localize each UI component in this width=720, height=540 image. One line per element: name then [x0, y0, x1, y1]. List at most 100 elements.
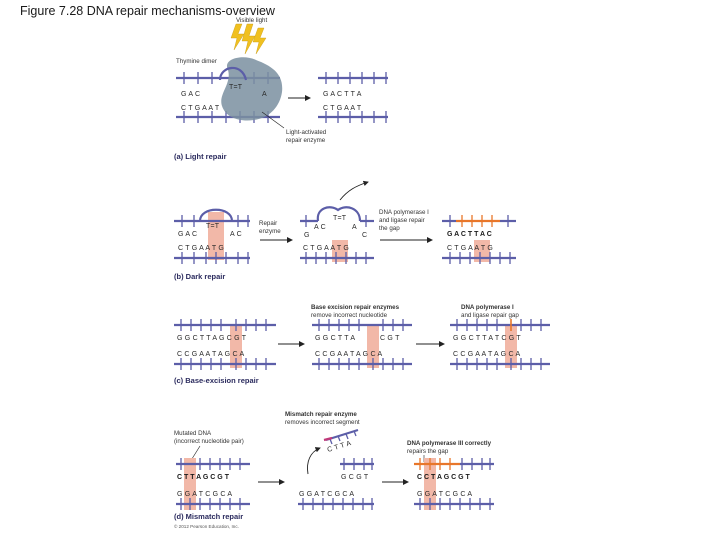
- c-right-label-1: DNA polymerase I: [461, 304, 514, 311]
- rungs-b-right: [449, 215, 511, 264]
- mutated-label-1: Mutated DNA: [174, 430, 212, 437]
- d-enzyme-label-1: Mismatch repair enzyme: [285, 411, 357, 418]
- a-right-top: G A C T T A: [323, 91, 362, 98]
- panel-light-repair: Visible light Thymine dimer T=T G A C A …: [174, 17, 388, 161]
- rungs-a-right: [325, 72, 387, 123]
- thymine-dimer-label: Thymine dimer: [176, 58, 217, 65]
- b-left-top-right: A C: [230, 231, 242, 238]
- strand-c-mid: [312, 323, 412, 366]
- b-left-bottom: C T G A A T G: [178, 245, 224, 252]
- rungs-c-left: [180, 319, 267, 370]
- d-poly-1: DNA polymerase III correctly: [407, 440, 492, 447]
- visible-light-label: Visible light: [236, 17, 267, 24]
- arrow-b-excise: [339, 180, 369, 201]
- rungs-b-right-new: [461, 215, 493, 227]
- caption-b: (b) Dark repair: [174, 272, 225, 281]
- enzyme-pointer: [261, 111, 285, 129]
- a-left-top: G A C: [181, 91, 200, 98]
- c-mid-bottom: C C G A A T A G C A: [315, 351, 382, 358]
- panel-mismatch: Mutated DNA (incorrect nucleotide pair) …: [174, 411, 494, 529]
- b-mid-top-right: A: [352, 224, 357, 231]
- strand-b-mid: [300, 219, 374, 260]
- light-bolt-icon: [230, 23, 267, 55]
- c-mid-top-right: C G T: [380, 335, 400, 342]
- dimer-text: T=T: [229, 84, 243, 91]
- a-left-bottom: C T G A A T: [181, 105, 220, 112]
- excised-segment-b: [316, 206, 362, 222]
- c-right-bottom: C C G A A T A G C A: [453, 351, 520, 358]
- rungs-b-left: [181, 215, 249, 264]
- c-right-top: G G C T T A T C G T: [453, 335, 521, 342]
- c-right-label-2: and ligase repair gap: [461, 312, 519, 319]
- b-left-dimer: T=T: [206, 223, 220, 230]
- b-mid-top-c: C: [362, 232, 367, 239]
- panel-dark-repair: T=T G A C A C C T G A A T G Repair enzym…: [174, 180, 516, 281]
- copyright: © 2012 Pearson Education, Inc.: [174, 523, 239, 529]
- c-left-bottom: C C G A A T A G C A: [177, 351, 244, 358]
- caption-a: (a) Light repair: [174, 152, 227, 161]
- poly-b-3: the gap: [379, 225, 400, 232]
- panel-base-excision: G G C T T A G C G T C C G A A T A G C A …: [174, 304, 550, 385]
- rungs-d-right-new: [419, 458, 451, 470]
- d-mid-bottom: G G A T C G C A: [299, 491, 354, 498]
- d-enzyme-label-2: removes incorrect segment: [285, 419, 360, 426]
- highlight-b-right: [474, 240, 490, 262]
- highlight-c-left: [230, 324, 242, 368]
- b-mid-top-left: A C: [314, 224, 326, 231]
- strand-c-left: [174, 323, 276, 366]
- a-right-bottom: C T G A A T: [323, 105, 362, 112]
- rungs-d-right: [419, 458, 491, 510]
- strand-d-mid: [298, 462, 374, 506]
- rungs-b-mid: [305, 215, 367, 264]
- b-left-top: G A C: [178, 231, 197, 238]
- highlight-d-right: [424, 458, 436, 510]
- figure-title: Figure 7.28 DNA repair mechanisms-overvi…: [20, 4, 275, 18]
- c-mid-label-2: remove incorrect nucleotide: [311, 312, 388, 319]
- enzyme-label-1: Light-activated: [286, 129, 327, 136]
- d-poly-2: repairs the gap: [407, 448, 449, 455]
- dimer-bulge-b: [198, 208, 234, 222]
- d-left-bottom: G G A T C G C A: [177, 491, 232, 498]
- poly-b-1: DNA polymerase I: [379, 209, 429, 216]
- b-right-bottom: C T G A A T G: [447, 245, 493, 252]
- strand-a-right: [318, 76, 388, 119]
- highlight-c-mid: [367, 324, 379, 368]
- c-mid-label-1: Base excision repair enzymes: [311, 304, 400, 311]
- removed-segment-text: C T T A: [327, 440, 353, 454]
- b-mid-dimer: T=T: [333, 215, 347, 222]
- light-activated-enzyme-shape: [221, 57, 283, 121]
- dimer-bulge: [218, 66, 248, 81]
- repair-enzyme-label-1: Repair: [259, 220, 277, 227]
- enzyme-label-2: repair enzyme: [286, 137, 326, 144]
- rungs-c-right: [456, 319, 542, 370]
- d-mid-top: G C G T: [341, 474, 369, 481]
- poly-b-2: and ligase repair: [379, 217, 425, 224]
- d-right-bottom: G G A T C G C A: [417, 491, 472, 498]
- removed-segment-marker: [323, 436, 333, 442]
- rungs-d-left: [180, 458, 241, 510]
- mutated-label-2: (incorrect nucleotide pair): [174, 438, 244, 445]
- caption-c: (c) Base-excision repair: [174, 376, 259, 385]
- d-right-top: C C T A G C G T: [417, 474, 470, 481]
- d-left-top: C T T A G C G T: [177, 474, 230, 481]
- b-right-top: G A C T T A C: [447, 231, 492, 238]
- strand-d-right: [414, 462, 494, 506]
- strand-b-left: [174, 219, 250, 260]
- rungs-c-mid: [318, 319, 404, 370]
- rungs-d-mid: [302, 458, 373, 510]
- b-mid-top-g: G: [304, 232, 310, 239]
- strand-d-left: [176, 462, 250, 506]
- highlight-c-right: [505, 324, 517, 368]
- strand-c-right: [450, 323, 550, 366]
- c-mid-top-left: G G C T T A: [315, 335, 355, 342]
- c-left-top: G G C T T A G C G T: [177, 335, 247, 342]
- removed-segment-rungs: [329, 430, 357, 445]
- a-left-top-right: A: [262, 91, 267, 98]
- b-mid-bottom: C T G A A T G: [303, 245, 349, 252]
- arrow-d-excise: [307, 447, 321, 475]
- highlight-b-left: [208, 212, 224, 260]
- highlight-d-left: [184, 458, 196, 510]
- caption-d: (d) Mismatch repair: [174, 512, 243, 521]
- repair-enzyme-label-2: enzyme: [259, 228, 281, 235]
